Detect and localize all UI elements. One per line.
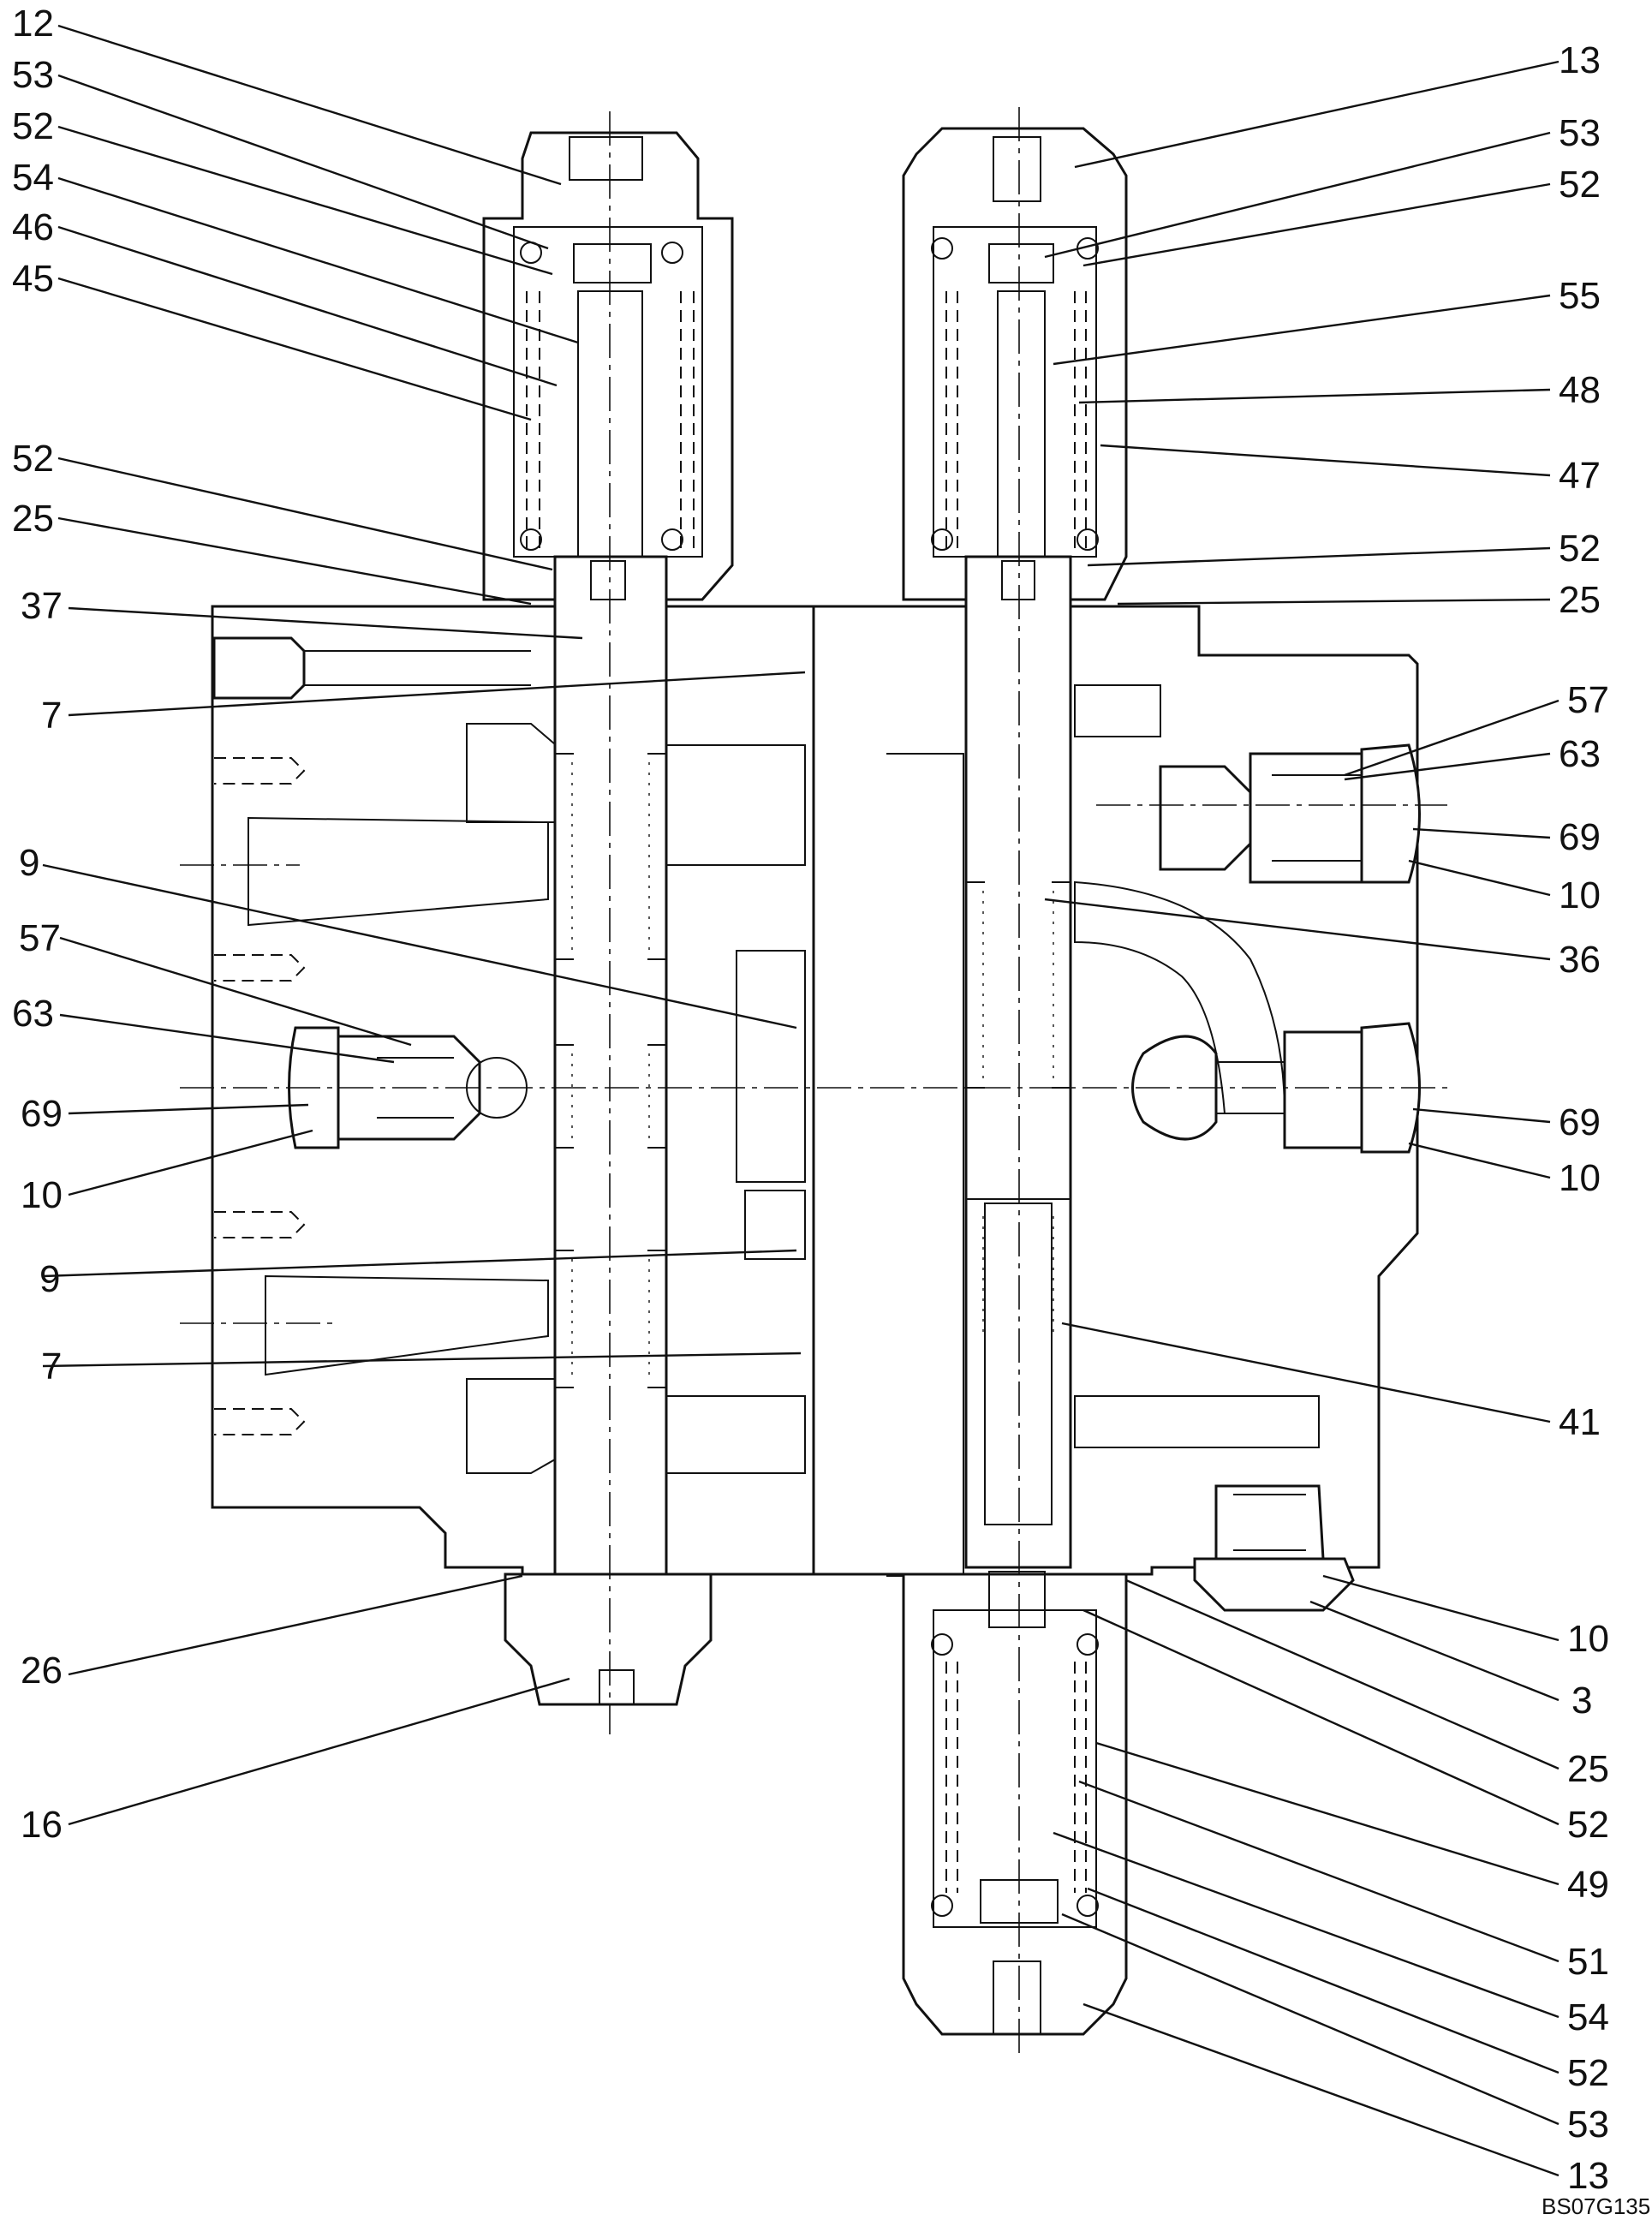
callout-69: 69 bbox=[1559, 816, 1601, 858]
callout-47: 47 bbox=[1559, 455, 1601, 497]
left-valve-body bbox=[211, 605, 815, 1576]
callout-69: 69 bbox=[1559, 1101, 1601, 1143]
callout-63: 63 bbox=[1559, 733, 1601, 775]
right-valve-body bbox=[812, 605, 1421, 1612]
callout-57: 57 bbox=[1567, 679, 1609, 721]
callout-10: 10 bbox=[21, 1174, 63, 1216]
callout-25: 25 bbox=[1559, 579, 1601, 621]
callout-52: 52 bbox=[12, 438, 54, 480]
callout-69: 69 bbox=[21, 1093, 63, 1135]
callout-3: 3 bbox=[1571, 1680, 1592, 1722]
callout-41: 41 bbox=[1559, 1401, 1601, 1443]
callout-9: 9 bbox=[19, 842, 39, 884]
callout-52: 52 bbox=[1567, 1804, 1609, 1846]
left-spool-assembly bbox=[482, 111, 734, 1734]
callout-52: 52 bbox=[12, 105, 54, 147]
callout-26: 26 bbox=[21, 1650, 63, 1692]
callout-52: 52 bbox=[1567, 2052, 1609, 2094]
right-lower-relief-valve bbox=[1131, 1022, 1421, 1154]
callout-53: 53 bbox=[1559, 112, 1601, 154]
right-upper-relief-valve bbox=[1159, 743, 1421, 884]
leader-lines bbox=[42, 24, 1560, 2177]
callout-37: 37 bbox=[21, 585, 63, 627]
callout-25: 25 bbox=[12, 498, 54, 540]
callout-10: 10 bbox=[1559, 874, 1601, 916]
callout-7: 7 bbox=[41, 1346, 62, 1388]
bottom-port-plug bbox=[1193, 1484, 1355, 1612]
callout-48: 48 bbox=[1559, 369, 1601, 411]
callout-52: 52 bbox=[1559, 164, 1601, 206]
drawing-code: BS07G135 bbox=[1542, 2193, 1650, 2219]
callout-13: 13 bbox=[1567, 2155, 1609, 2197]
left-threaded-holes bbox=[214, 757, 306, 1435]
callout-53: 53 bbox=[1567, 2104, 1609, 2145]
callout-63: 63 bbox=[12, 993, 54, 1035]
callout-25: 25 bbox=[1567, 1748, 1609, 1790]
callout-labels-left: 12 53 52 54 46 45 52 25 37 7 9 57 63 69 … bbox=[12, 3, 63, 1846]
callout-46: 46 bbox=[12, 206, 54, 248]
callout-49: 49 bbox=[1567, 1864, 1609, 1906]
callout-51: 51 bbox=[1567, 1941, 1609, 1983]
callout-16: 16 bbox=[21, 1804, 63, 1846]
callout-12: 12 bbox=[12, 3, 54, 45]
callout-54: 54 bbox=[1567, 1996, 1609, 2038]
callout-36: 36 bbox=[1559, 939, 1601, 981]
callout-labels-right: 13 53 52 55 48 47 52 25 57 63 69 10 36 6… bbox=[1559, 39, 1609, 2197]
callout-54: 54 bbox=[12, 157, 54, 199]
callout-9: 9 bbox=[39, 1258, 60, 1300]
callout-55: 55 bbox=[1559, 275, 1601, 317]
callout-52: 52 bbox=[1559, 528, 1601, 570]
callout-7: 7 bbox=[41, 695, 62, 737]
callout-10: 10 bbox=[1559, 1157, 1601, 1199]
right-spool-assembly bbox=[902, 107, 1128, 2056]
callout-45: 45 bbox=[12, 258, 54, 300]
callout-10: 10 bbox=[1567, 1618, 1609, 1660]
callout-53: 53 bbox=[12, 54, 54, 96]
callout-57: 57 bbox=[19, 917, 61, 959]
callout-13: 13 bbox=[1559, 39, 1601, 81]
